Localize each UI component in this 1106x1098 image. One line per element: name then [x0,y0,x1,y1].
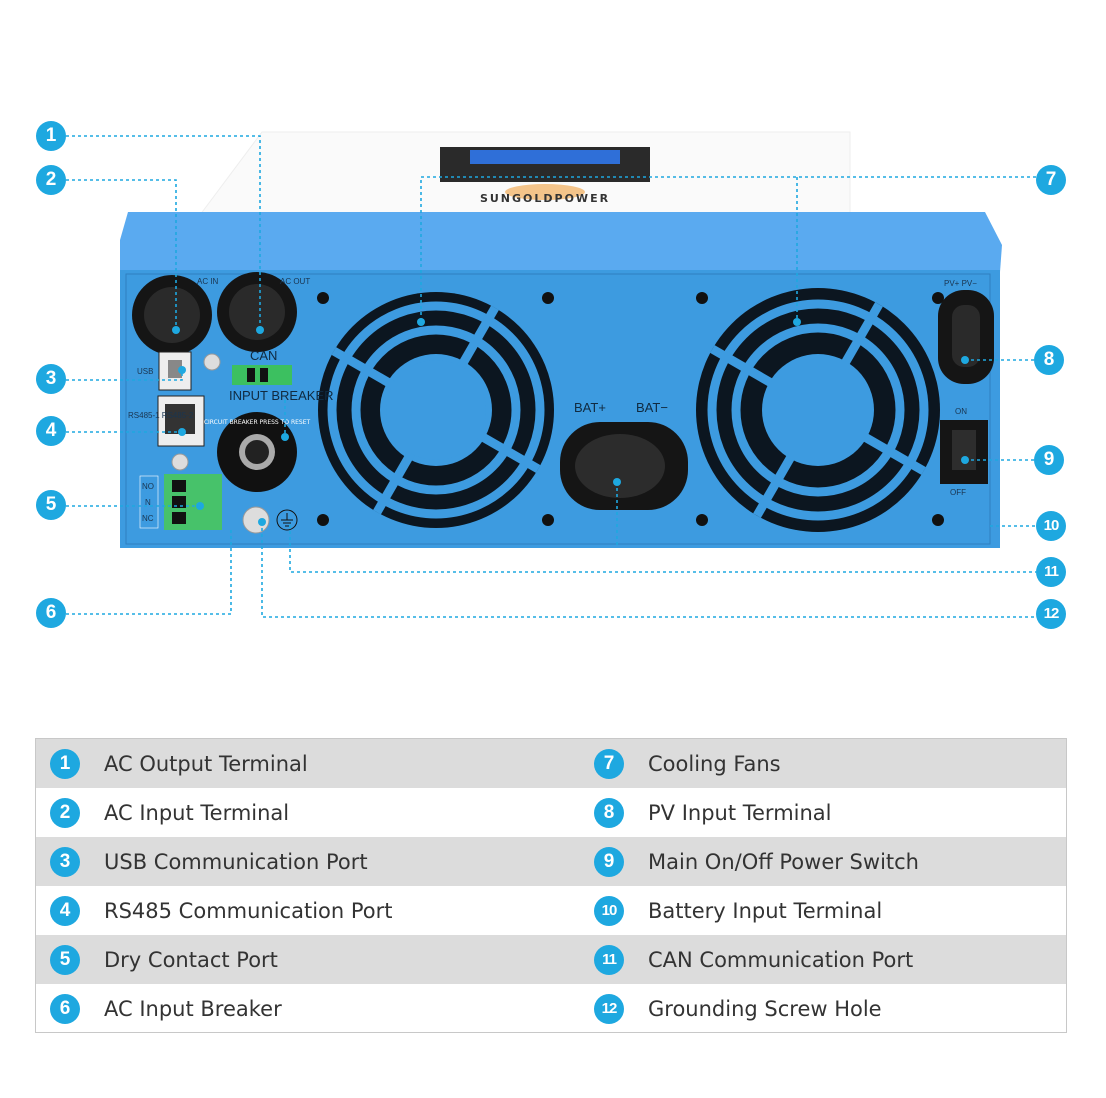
can-label: CAN [250,348,277,363]
callout-9: 9 [1034,445,1064,475]
on-label: ON [955,407,967,416]
legend-row: 5 Dry Contact Port 11 CAN Communication Po… [36,935,1066,984]
callout-2: 2 [36,165,66,195]
pv-label: PV+ PV− [944,279,977,288]
legend-row: 4 RS485 Communication Port 10 Battery Inpu… [36,886,1066,935]
panel-edge [125,273,991,545]
callout-10: 10 [1036,511,1066,541]
bat-minus-label: BAT− [636,400,668,415]
callout-8: 8 [1034,345,1064,375]
callout-1: 1 [36,121,66,151]
leader-lines [66,135,1036,618]
legend-badge: 9 [594,846,624,877]
legend-label: CAN Communication Port [648,947,914,972]
ac-out-label: AC OUT [280,277,310,286]
lcd-screen [470,150,620,164]
callout-7: 7 [1036,165,1066,195]
breaker-ring-text: CIRCUIT BREAKER PRESS TO RESET [204,419,311,426]
input-breaker-label: INPUT BREAKER [229,388,334,403]
rs485-label: RS485-1 RS485-2 [128,411,194,420]
legend-label: PV Input Terminal [648,800,832,825]
legend-row: 3 USB Communication Port 9 Main On/Off Pow… [36,837,1066,886]
legend-row: 1 AC Output Terminal 7 Cooling Fans [36,739,1066,788]
legend-badge: 11 [594,944,624,975]
legend-label: Dry Contact Port [104,947,278,972]
cooling-fan-right [696,288,940,532]
legend-badge: 6 [50,993,80,1024]
legend-badge: 4 [50,895,80,926]
legend-label: Battery Input Terminal [648,898,883,923]
leader-dots [172,318,969,526]
brand-logo: SUNGOLDPOWER [480,192,610,205]
legend-badge: 10 [594,895,624,926]
legend-badge: 5 [50,944,80,975]
callout-6: 6 [36,598,66,628]
callout-11: 11 [1036,557,1066,587]
cooling-fan-left [318,290,558,530]
logo-sun [505,184,585,200]
ground-symbol-icon [276,509,298,531]
no-label: NO [142,482,154,491]
legend-table: 1 AC Output Terminal 7 Cooling Fans 2 AC In… [35,738,1067,1033]
legend-badge: 2 [50,797,80,828]
bat-plus-label: BAT+ [574,400,606,415]
legend-badge: 7 [594,748,624,779]
grounding-screw [242,506,270,534]
body-top [120,212,1002,272]
legend-badge: 12 [594,993,624,1024]
legend-label: AC Output Terminal [104,751,308,776]
legend-label: AC Input Breaker [104,996,282,1021]
legend-label: Grounding Screw Hole [648,996,882,1021]
callout-5: 5 [36,490,66,520]
legend-label: USB Communication Port [104,849,368,874]
screws [317,292,944,526]
legend-badge: 8 [594,797,624,828]
usb-label: USB [137,367,153,376]
legend-badge: 3 [50,846,80,877]
screw [171,453,189,471]
ac-in-label: AC IN [197,277,219,286]
legend-label: AC Input Terminal [104,800,290,825]
off-label: OFF [950,488,966,497]
inverter-illustration: SUNGOLDPOWER AC IN AC OUT USB CAN INPUT … [66,131,1036,618]
callout-12: 12 [1036,599,1066,629]
ground-symbol-glyph [281,513,293,527]
legend-badge: 1 [50,748,80,779]
n-label: N [145,498,151,507]
callout-3: 3 [36,364,66,394]
callout-4: 4 [36,416,66,446]
legend-row: 2 AC Input Terminal 8 PV Input Terminal [36,788,1066,837]
nc-label: NC [142,514,154,523]
legend-label: Main On/Off Power Switch [648,849,919,874]
screw [203,353,221,371]
legend-row: 6 AC Input Breaker 12 Grounding Screw Hole [36,984,1066,1033]
legend-label: Cooling Fans [648,751,781,776]
legend-label: RS485 Communication Port [104,898,393,923]
